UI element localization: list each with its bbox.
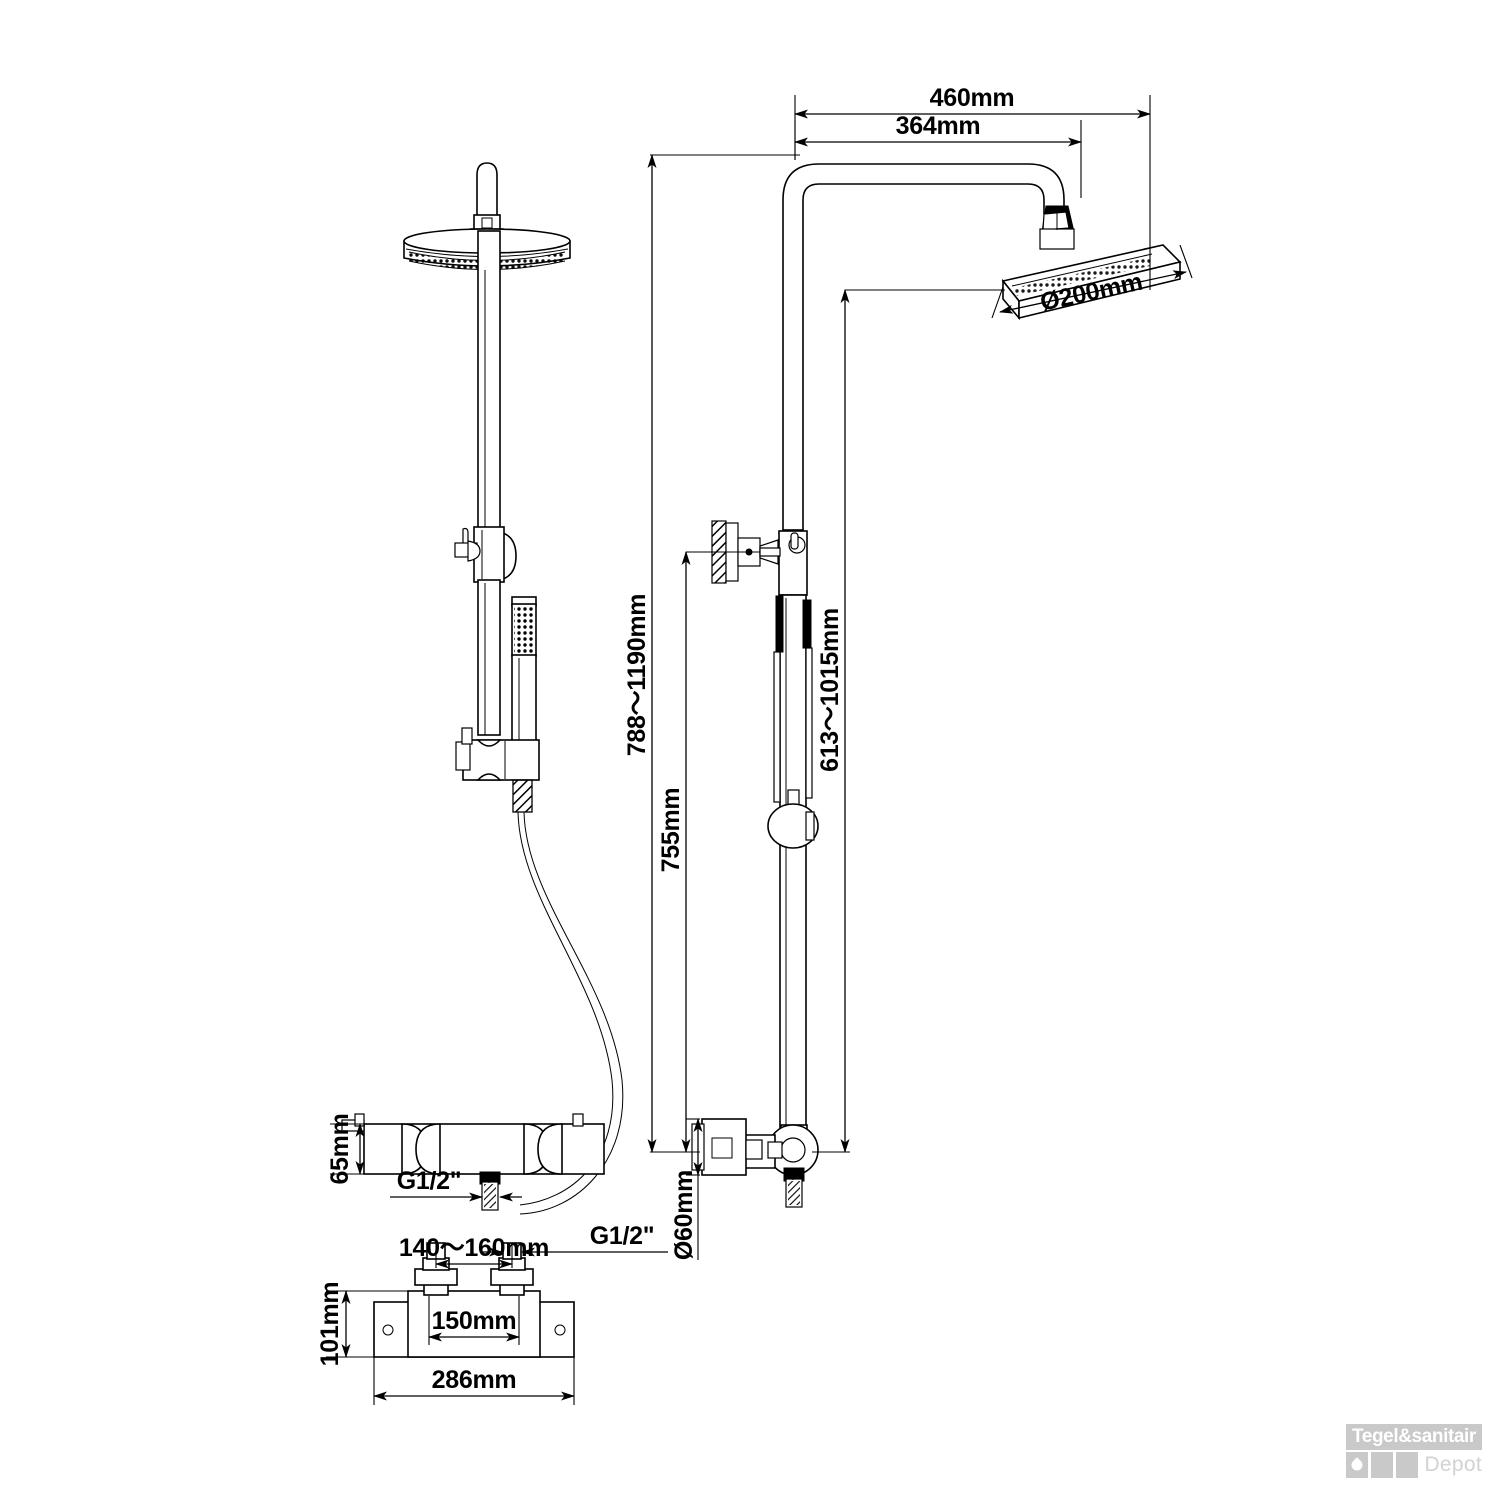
- dimension-label-plan-overall-width: 286mm: [432, 1366, 517, 1394]
- logo-square-3: [1396, 1452, 1419, 1478]
- dimension-valve-height: 65mm: [326, 1113, 372, 1185]
- dimension-label-plan-height: 101mm: [316, 1282, 344, 1367]
- side-handset-holder: [767, 789, 819, 849]
- plan-view: [373, 1242, 575, 1358]
- brand-logo-line1: Tegel&sanitair: [1346, 1424, 1482, 1450]
- dimension-handset-range: 613～1015mm: [812, 289, 1005, 1153]
- dimension-label-outlet-thread-front: G1/2": [397, 1167, 462, 1195]
- dimension-plan-inner-width: 150mm: [428, 1296, 520, 1345]
- brand-logo-line2: Depot: [1424, 1453, 1483, 1476]
- brand-logo: Tegel&sanitair Depot: [1346, 1424, 1482, 1480]
- dimension-label-wall-plate-diameter: Ø60mm: [670, 1170, 698, 1260]
- side-riser-pipe: [778, 529, 808, 1136]
- side-handset-profile: [773, 595, 813, 803]
- dimension-wall-plate-diameter: Ø60mm: [670, 1118, 703, 1260]
- dimension-460mm: 460mm: [794, 84, 1151, 290]
- dimension-label-valve-height: 65mm: [326, 1113, 354, 1184]
- dimension-364mm: 364mm: [794, 112, 1082, 198]
- dimension-label-bracket-height: 755mm: [657, 788, 685, 873]
- side-head-ball-joint: [1039, 205, 1075, 250]
- logo-square-2: [1371, 1452, 1394, 1478]
- side-valve-body: [691, 1118, 819, 1208]
- front-handset-holder: [455, 727, 540, 781]
- dimension-riser-range: 788～1190mm: [623, 154, 800, 1153]
- side-shower-arm: [782, 163, 1065, 530]
- dimension-plan-overall-width: 286mm: [373, 1302, 575, 1405]
- dimension-label-inlet-centres: 140～160mm: [399, 1234, 549, 1262]
- water-drop-icon: [1346, 1452, 1369, 1478]
- dimension-label-plan-inner-width: 150mm: [432, 1307, 517, 1335]
- dimension-label-handset-range: 613～1015mm: [816, 608, 844, 772]
- front-riser-pipe: [477, 230, 501, 532]
- dimension-plan-height: 101mm: [316, 1282, 410, 1367]
- dimension-label-inlet-thread-plan: G1/2": [590, 1222, 655, 1250]
- front-lower-riser-pipe: [477, 579, 501, 736]
- front-hose: [512, 779, 624, 1215]
- dimension-label-arm-reach: 364mm: [896, 112, 981, 140]
- dimension-inlet-thread-plan: G1/2": [482, 1222, 668, 1257]
- dimension-label-overall-reach: 460mm: [930, 84, 1015, 112]
- front-diverter-joint: [454, 526, 517, 583]
- front-elevation-view: [341, 162, 624, 1215]
- dimension-label-riser-range: 788～1190mm: [623, 594, 651, 756]
- front-handset: [511, 596, 537, 746]
- dimension-bracket-height: 755mm: [657, 551, 760, 1153]
- dimension-outlet-thread-front: G1/2": [390, 1167, 522, 1202]
- brand-logo-line2-row: Depot: [1346, 1452, 1482, 1478]
- front-valve-body: [341, 1113, 605, 1211]
